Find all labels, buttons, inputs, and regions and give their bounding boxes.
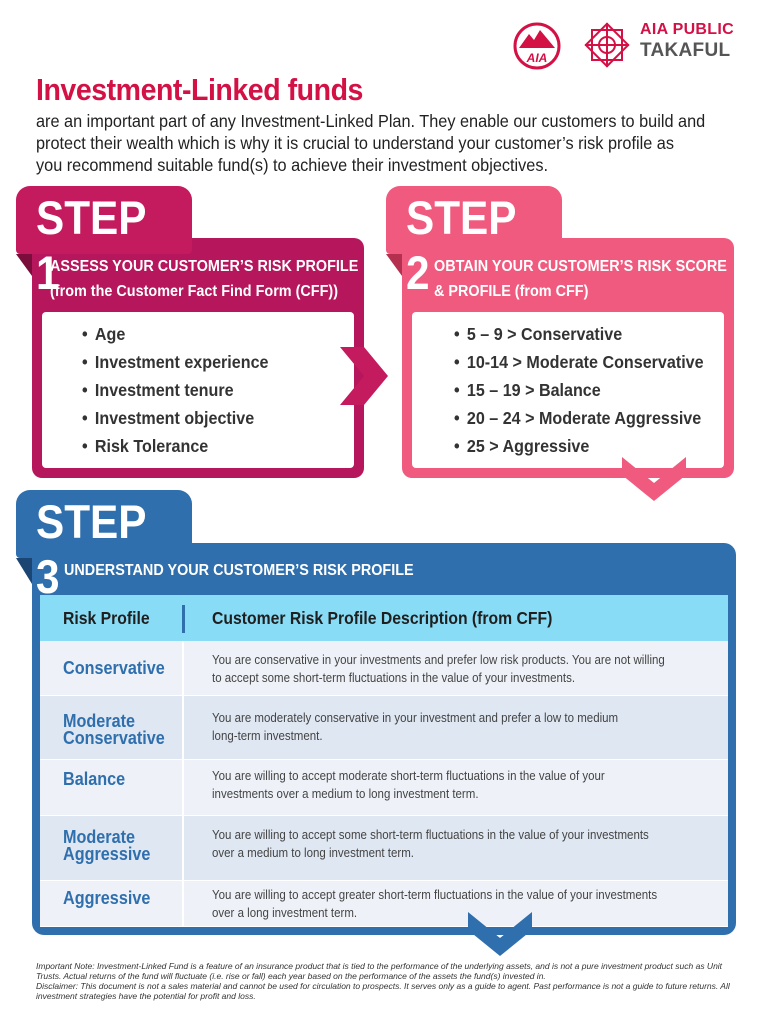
list-item: •Risk Tolerance [82, 436, 209, 456]
chevron-down-icon [468, 910, 532, 956]
step2-tab-fold [386, 254, 402, 276]
risk-profile-description: You are willing to accept moderate short… [212, 769, 605, 801]
footer: Important Note: Investment-Linked Fund i… [36, 961, 736, 1001]
company-name-line2: TAKAFUL [640, 40, 731, 61]
aia-logo: AIA [512, 22, 562, 70]
step2-label: STEP 2 [406, 191, 516, 299]
step2-heading-line: OBTAIN YOUR CUSTOMER’S RISK SCORE [434, 258, 727, 275]
step2-content: •5 – 9 > Conservative •10-14 > Moderate … [412, 312, 724, 468]
list-item: •5 – 9 > Conservative [454, 324, 623, 344]
chevron-down-icon [622, 455, 686, 501]
risk-profile-description: You are moderately conservative in your … [212, 711, 619, 743]
risk-profile-name: Moderate Aggressive [63, 827, 151, 864]
table-row: Conservative You are conservative in you… [40, 641, 728, 696]
intro-line: you recommend suitable fund(s) to achiev… [36, 155, 549, 175]
step2-heading: OBTAIN YOUR CUSTOMER’S RISK SCORE & PROF… [434, 254, 727, 304]
risk-profile-description: You are willing to accept some short-ter… [212, 828, 649, 860]
step1-tab-fold [16, 254, 32, 276]
list-item: •15 – 19 > Balance [454, 380, 601, 400]
list-item: •Age [82, 324, 126, 344]
risk-profile-name: Moderate Conservative [63, 711, 165, 748]
company-name-line1: AIA PUBLIC [640, 21, 734, 38]
list-item: •Investment objective [82, 408, 255, 428]
step1-panel: ASSESS YOUR CUSTOMER’S RISK PROFILE (fro… [32, 238, 364, 478]
chevron-right-icon [338, 347, 390, 405]
list-item: •Investment tenure [82, 380, 234, 400]
step2-panel: OBTAIN YOUR CUSTOMER’S RISK SCORE & PROF… [402, 238, 734, 478]
table-row: Moderate Aggressive You are willing to a… [40, 816, 728, 881]
table-row: Balance You are willing to accept modera… [40, 760, 728, 816]
risk-profile-name: Conservative [63, 658, 165, 678]
aia-logo-text: AIA [526, 51, 548, 65]
step1-content: •Age •Investment experience •Investment … [42, 312, 354, 468]
list-item: •20 – 24 > Moderate Aggressive [454, 408, 702, 428]
step1-heading-line: ASSESS YOUR CUSTOMER’S RISK PROFILE [50, 258, 359, 275]
column-header: Risk Profile [63, 608, 150, 628]
step1-list: •Age •Investment experience •Investment … [82, 320, 285, 460]
risk-profile-description: You are willing to accept greater short-… [212, 888, 658, 920]
step2-heading-line: & PROFILE (from CFF) [434, 283, 589, 300]
step1-heading-line: (from the Customer Fact Find Form (CFF)) [50, 283, 338, 300]
step3-heading: UNDERSTAND YOUR CUSTOMER’S RISK PROFILE [64, 562, 414, 579]
step1-heading: ASSESS YOUR CUSTOMER’S RISK PROFILE (fro… [50, 254, 358, 304]
step3-tab-fold [16, 558, 32, 584]
step1-tab: STEP 1 [16, 186, 192, 299]
list-item: •Investment experience [82, 352, 269, 372]
intro-paragraph: are an important part of any Investment-… [36, 110, 706, 176]
risk-profile-name: Aggressive [63, 888, 151, 908]
risk-profile-description: You are conservative in your investments… [212, 653, 665, 685]
disclaimer: Disclaimer: This document is not a sales… [36, 981, 730, 1001]
table-row: Aggressive You are willing to accept gre… [40, 881, 728, 927]
step2-tab: STEP 2 [386, 186, 562, 299]
list-item: •10-14 > Moderate Conservative [454, 352, 704, 372]
takaful-star-icon [582, 20, 632, 70]
page-title: Investment-Linked funds [36, 72, 363, 107]
step1-label: STEP 1 [36, 191, 146, 299]
risk-profile-name: Balance [63, 769, 126, 789]
intro-line: are an important part of any Investment-… [36, 111, 706, 131]
intro-line: protect their wealth which is why it is … [36, 133, 675, 153]
step3-label: STEP 3 [36, 495, 146, 603]
table-row: Moderate Conservative You are moderately… [40, 696, 728, 760]
company-name: AIA PUBLIC TAKAFUL [640, 21, 734, 61]
step3-tab: STEP 3 [16, 490, 192, 603]
table-header: Risk Profile Customer Risk Profile Descr… [40, 595, 728, 641]
risk-profile-table: Risk Profile Customer Risk Profile Descr… [40, 595, 728, 927]
important-note: Important Note: Investment-Linked Fund i… [36, 961, 723, 981]
list-item: •25 > Aggressive [454, 436, 590, 456]
column-header: Customer Risk Profile Description (from … [212, 608, 553, 628]
step2-list: •5 – 9 > Conservative •10-14 > Moderate … [454, 320, 725, 460]
